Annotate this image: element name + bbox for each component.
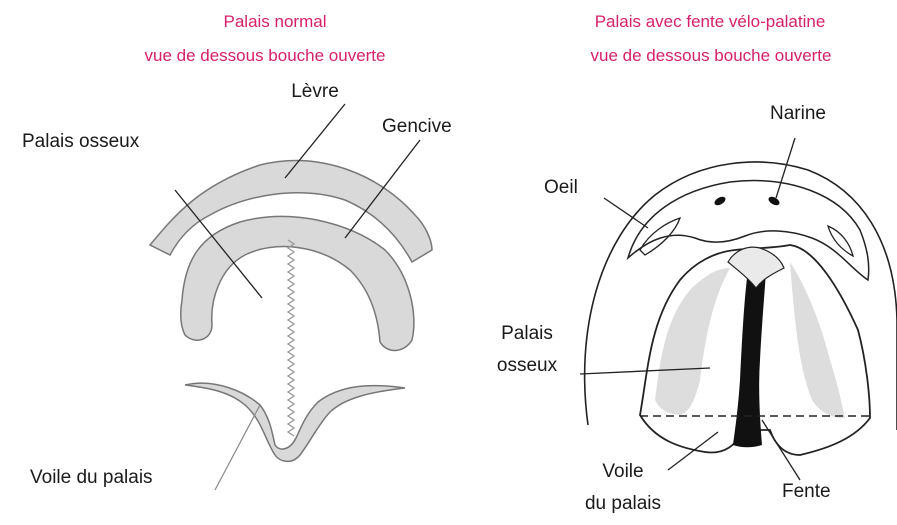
normal-palate-figure — [150, 104, 432, 490]
label-bony-palate-right-line2: osseux — [472, 354, 582, 378]
right-eye-shape — [828, 226, 853, 256]
label-gum: Gencive — [382, 115, 452, 139]
left-nostril — [713, 195, 727, 207]
left-title-line2: vue de dessous bouche ouverte — [90, 44, 440, 68]
label-soft-palate-right-line1: Voile — [568, 460, 678, 484]
label-bony-palate-left: Palais osseux — [22, 130, 139, 154]
gum-u — [181, 217, 414, 351]
label-cleft: Fente — [782, 480, 831, 504]
cleft-palate-figure — [580, 138, 897, 480]
left-title-line1: Palais normal — [165, 10, 385, 34]
right-nostril — [767, 195, 781, 207]
label-soft-palate-left: Voile du palais — [30, 466, 153, 490]
leader-nostril — [776, 138, 795, 198]
right-title-line1: Palais avec fente vélo-palatine — [540, 10, 880, 34]
palate-midline-suture — [288, 240, 294, 436]
right-title-line2: vue de dessous bouche ouverte — [536, 44, 886, 68]
label-soft-palate-right-line2: du palais — [568, 492, 678, 516]
leader-soft-palate — [215, 405, 260, 490]
leader-eye — [604, 198, 648, 228]
label-lip: Lèvre — [270, 80, 360, 104]
label-nostril: Narine — [770, 102, 826, 126]
label-bony-palate-right-line1: Palais — [472, 322, 582, 346]
label-eye: Oeil — [544, 176, 578, 200]
soft-palate-shape — [185, 383, 405, 461]
